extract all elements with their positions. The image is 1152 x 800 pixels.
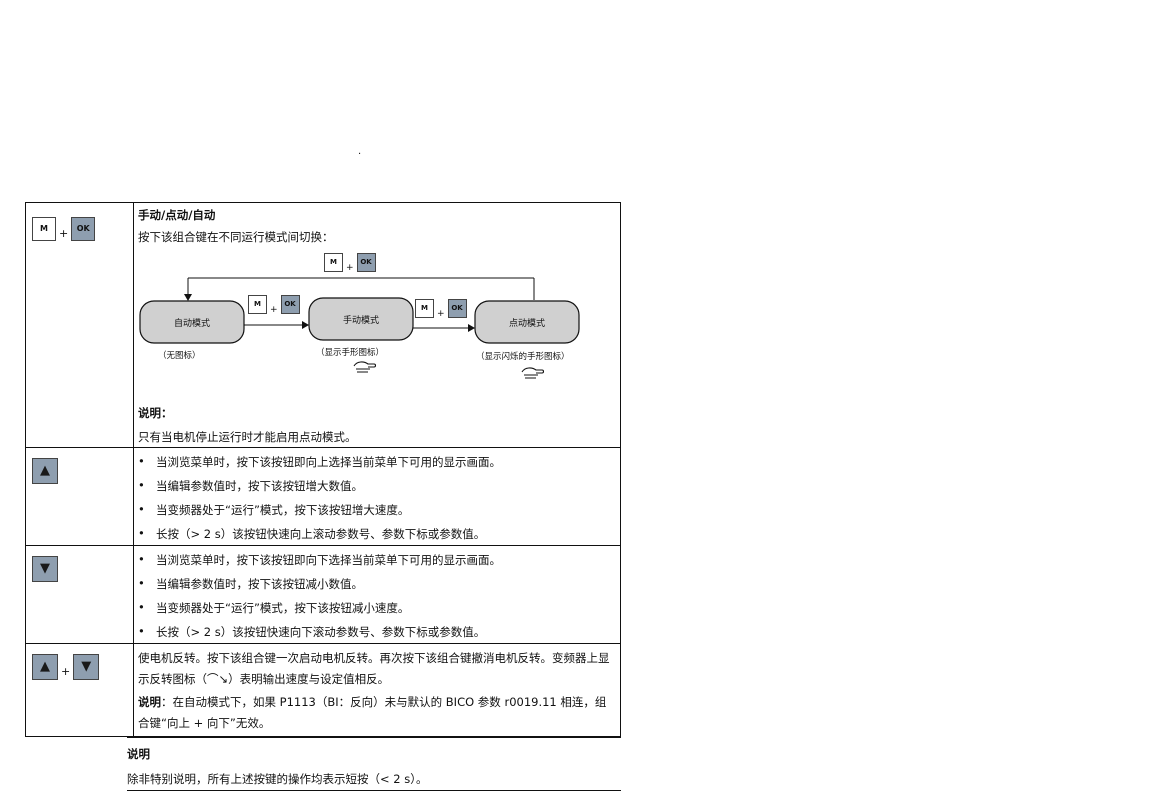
mode-sub-manual: （显示手形图标） <box>316 348 385 358</box>
mode-switch-diagram: M+OK M+OK M+OK 自动模式 手动模式 点动模式 （无图标） （显示手… <box>138 253 608 393</box>
mode-box-manual <box>308 297 414 341</box>
table-row-mode-switch: M+OK 手动/点动/自动 按下该组合键在不同运行模式间切换： <box>25 202 621 448</box>
mode-label-manual: 手动模式 <box>342 316 379 326</box>
list-item: 当变频器处于“运行”模式，按下该按钮减小速度。 <box>138 600 616 616</box>
note-text: ：在自动模式下，如果 P1113（BI：反向）未与默认的 BICO 参数 r00… <box>138 695 607 730</box>
key-cell: M+OK <box>25 202 134 448</box>
list-item: 当变频器处于“运行”模式，按下该按钮增大速度。 <box>138 502 616 518</box>
table-row-reverse: ▲+▼ 使电机反转。按下该组合键一次启动电机反转。再次按下该组合键撤消电机反转。… <box>25 643 621 737</box>
list-item: 长按（> 2 s）该按钮快速向上滚动参数号、参数下标或参数值。 <box>138 526 616 542</box>
description-cell: 当浏览菜单时，按下该按钮即向下选择当前菜单下可用的显示画面。 当编辑参数值时，按… <box>133 545 621 644</box>
mode-box-jog <box>474 300 580 344</box>
row-title: 手动/点动/自动 <box>138 208 216 222</box>
down-arrow-key[interactable]: ▼ <box>32 556 58 582</box>
reverse-description: 使电机反转。按下该组合键一次启动电机反转。再次按下该组合键撤消电机反转。变频器上… <box>138 651 610 686</box>
m-key: M <box>324 253 343 272</box>
down-arrow-key[interactable]: ▼ <box>73 654 100 680</box>
key-cell: ▲+▼ <box>25 643 134 737</box>
list-item: 当浏览菜单时，按下该按钮即向下选择当前菜单下可用的显示画面。 <box>138 552 616 568</box>
key-cell: ▲ <box>25 447 134 546</box>
mode-box-auto <box>139 300 245 344</box>
plus-sign: + <box>346 263 354 273</box>
hand-icon <box>521 367 545 379</box>
ok-key[interactable]: OK <box>71 217 96 241</box>
plus-sign: + <box>437 309 445 319</box>
note-text: 只有当电机停止运行时才能启用点动模式。 <box>138 430 357 444</box>
down-key-functions: 当浏览菜单时，按下该按钮即向下选择当前菜单下可用的显示画面。 当编辑参数值时，按… <box>138 552 616 640</box>
list-item: 当编辑参数值时，按下该按钮减小数值。 <box>138 576 616 592</box>
mode-sub-auto: （无图标） <box>158 351 201 361</box>
m-key: M <box>248 295 267 314</box>
m-key[interactable]: M <box>32 217 56 241</box>
stray-mark: · <box>358 149 362 160</box>
footnote-heading: 说明 <box>127 747 150 761</box>
list-item: 长按（> 2 s）该按钮快速向下滚动参数号、参数下标或参数值。 <box>138 624 616 640</box>
mode-label-auto: 自动模式 <box>173 319 210 329</box>
plus-sign: + <box>61 664 71 678</box>
plus-sign: + <box>270 305 278 315</box>
key-combo-m-ok: M+OK <box>32 217 96 241</box>
list-item: 当浏览菜单时，按下该按钮即向上选择当前菜单下可用的显示画面。 <box>138 454 616 470</box>
ok-key: OK <box>356 253 376 272</box>
diagram-keys-manual-to-jog: M+OK <box>415 299 467 319</box>
mode-sub-jog: （显示闪烁的手形图标） <box>476 352 570 362</box>
reverse-note: 说明：在自动模式下，如果 P1113（BI：反向）未与默认的 BICO 参数 r… <box>138 692 616 734</box>
table-row-up: ▲ 当浏览菜单时，按下该按钮即向上选择当前菜单下可用的显示画面。 当编辑参数值时… <box>25 447 621 546</box>
up-arrow-key[interactable]: ▲ <box>32 458 58 484</box>
key-function-table: M+OK 手动/点动/自动 按下该组合键在不同运行模式间切换： <box>25 202 621 737</box>
description-cell: 手动/点动/自动 按下该组合键在不同运行模式间切换： <box>133 202 621 448</box>
key-cell: ▼ <box>25 545 134 644</box>
description-cell: 当浏览菜单时，按下该按钮即向上选择当前菜单下可用的显示画面。 当编辑参数值时，按… <box>133 447 621 546</box>
note-heading: 说明： <box>138 406 173 420</box>
diagram-keys-auto-to-manual: M+OK <box>248 295 300 315</box>
up-key-functions: 当浏览菜单时，按下该按钮即向上选择当前菜单下可用的显示画面。 当编辑参数值时，按… <box>138 454 616 542</box>
diagram-top-keys: M+OK <box>324 253 376 273</box>
footnote: 说明 除非特别说明，所有上述按键的操作均表示短按（< 2 s）。 <box>127 737 621 791</box>
mode-label-jog: 点动模式 <box>508 319 545 329</box>
table-row-down: ▼ 当浏览菜单时，按下该按钮即向下选择当前菜单下可用的显示画面。 当编辑参数值时… <box>25 545 621 644</box>
hand-icon <box>353 361 377 373</box>
ok-key: OK <box>447 299 467 318</box>
footnote-text: 除非特别说明，所有上述按键的操作均表示短按（< 2 s）。 <box>127 772 428 786</box>
mode-diagram-svg <box>139 277 580 379</box>
list-item: 当编辑参数值时，按下该按钮增大数值。 <box>138 478 616 494</box>
note-label: 说明 <box>138 695 161 709</box>
ok-key: OK <box>280 295 300 314</box>
m-key: M <box>415 299 434 318</box>
up-arrow-key[interactable]: ▲ <box>32 654 58 680</box>
row-intro: 按下该组合键在不同运行模式间切换： <box>138 230 334 244</box>
plus-sign: + <box>59 226 69 240</box>
description-cell: 使电机反转。按下该组合键一次启动电机反转。再次按下该组合键撤消电机反转。变频器上… <box>133 643 621 737</box>
